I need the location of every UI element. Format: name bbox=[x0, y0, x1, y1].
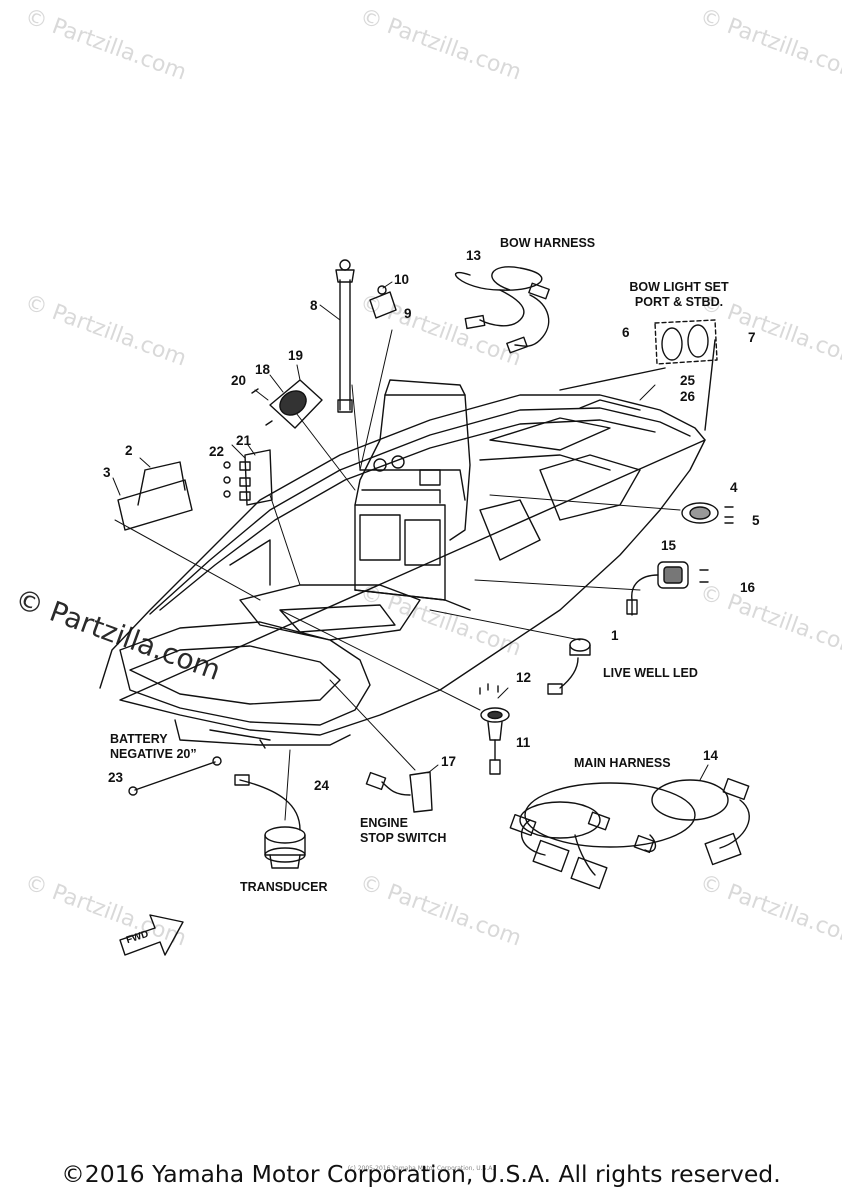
callout-21: 21 bbox=[236, 433, 252, 448]
callout-5: 5 bbox=[752, 513, 760, 528]
boat-hull bbox=[99, 394, 706, 749]
fwd-arrow bbox=[119, 914, 184, 956]
callout-17: 17 bbox=[441, 754, 457, 769]
copyright-footer: ©2016 Yamaha Motor Corporation, U.S.A. A… bbox=[61, 1160, 781, 1188]
callout-4: 4 bbox=[730, 480, 738, 495]
part-9-10-bracket bbox=[369, 281, 397, 319]
callout-23: 23 bbox=[108, 770, 124, 785]
label-transducer: TRANSDUCER bbox=[240, 880, 328, 894]
callout-13: 13 bbox=[466, 248, 482, 263]
callout-9: 9 bbox=[404, 306, 412, 321]
part-14-main-harness bbox=[509, 764, 750, 890]
part-18-19-plate bbox=[251, 364, 323, 429]
leader-lines bbox=[114, 329, 681, 821]
part-21-22-switches bbox=[223, 444, 273, 506]
label-bow-light-set: BOW LIGHT SET PORT & STBD. bbox=[624, 280, 734, 310]
label-live-well-led: LIVE WELL LED bbox=[603, 666, 698, 680]
part-11-12-drain bbox=[479, 683, 510, 775]
callout-10: 10 bbox=[394, 272, 410, 287]
part-1-live-well-led bbox=[547, 638, 591, 695]
label-battery-negative: BATTERY NEGATIVE 20” bbox=[110, 732, 197, 762]
callout-12: 12 bbox=[516, 670, 532, 685]
part-23-battery-cable bbox=[128, 756, 222, 796]
callout-6: 6 bbox=[622, 325, 630, 340]
callout-26: 26 bbox=[680, 389, 696, 404]
callout-2: 2 bbox=[125, 443, 133, 458]
small-print: (c) 2005-2016 Yamaha Motor Corporation, … bbox=[347, 1165, 495, 1172]
part-24-transducer bbox=[234, 774, 306, 869]
bow-light-set bbox=[559, 319, 718, 431]
callout-24: 24 bbox=[314, 778, 330, 793]
callout-14: 14 bbox=[703, 748, 719, 763]
label-main-harness: MAIN HARNESS bbox=[574, 756, 671, 770]
part-8-rod bbox=[319, 259, 355, 413]
part-15-16-led bbox=[626, 561, 709, 616]
part-4-5-light bbox=[681, 502, 734, 524]
part-2-3-battery-tray bbox=[112, 457, 193, 531]
label-engine-line2: STOP SWITCH bbox=[360, 831, 447, 845]
callout-8: 8 bbox=[310, 298, 318, 313]
bow-harness bbox=[454, 266, 550, 354]
label-engine-stop-switch: ENGINE STOP SWITCH bbox=[360, 816, 446, 846]
label-engine-line1: ENGINE bbox=[360, 816, 408, 830]
label-battery-line2: NEGATIVE 20” bbox=[110, 747, 197, 761]
label-bow-light-set-line1: BOW LIGHT SET bbox=[629, 280, 729, 294]
callout-1: 1 bbox=[611, 628, 619, 643]
callout-7: 7 bbox=[748, 330, 756, 345]
label-battery-line1: BATTERY bbox=[110, 732, 168, 746]
callout-19: 19 bbox=[288, 348, 304, 363]
center-console bbox=[354, 379, 471, 611]
callout-22: 22 bbox=[209, 444, 225, 459]
callout-20: 20 bbox=[231, 373, 247, 388]
callout-3: 3 bbox=[103, 465, 111, 480]
callout-16: 16 bbox=[740, 580, 756, 595]
callout-11: 11 bbox=[516, 735, 531, 750]
callout-25: 25 bbox=[680, 373, 696, 388]
callout-18: 18 bbox=[255, 362, 271, 377]
callout-15: 15 bbox=[661, 538, 677, 553]
label-bow-harness: BOW HARNESS bbox=[500, 236, 596, 250]
part-17-engine-stop-switch bbox=[365, 764, 439, 813]
label-bow-light-set-line2: PORT & STBD. bbox=[634, 295, 724, 309]
